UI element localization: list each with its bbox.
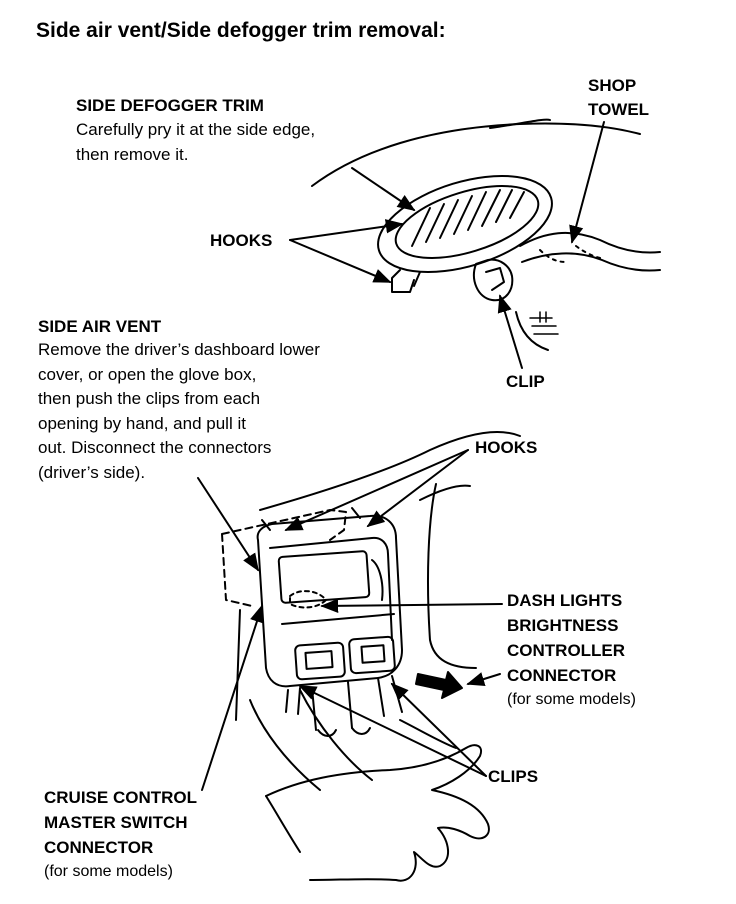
wrist-lines	[249, 689, 373, 791]
leader-dash-lights	[320, 598, 503, 614]
trim-hook-left	[391, 269, 415, 293]
vent-clips	[285, 675, 403, 731]
label-clip: CLIP	[506, 372, 545, 391]
side-air-vent-description: Remove the driver’s dashboard lower cove…	[38, 338, 320, 485]
side-air-vent-desc-line: (driver’s side).	[38, 462, 146, 482]
side-defogger-trim-description: Carefully pry it at the side edge, then …	[76, 118, 315, 167]
label-clips: CLIPS	[488, 767, 539, 786]
side-air-vent-drawing	[221, 507, 463, 737]
vent-right-switch	[348, 635, 396, 675]
side-air-vent-desc-line: out. Disconnect the connectors	[38, 438, 272, 457]
vent-left-switch	[294, 641, 346, 681]
leader-hooks-upper-2	[289, 239, 392, 283]
label-cruise-control-2: MASTER SWITCH	[44, 813, 188, 832]
hand-outline	[265, 744, 490, 882]
label-side-defogger-trim: SIDE DEFOGGER TRIM	[76, 96, 264, 115]
defogger-trim-inner	[394, 185, 540, 259]
trim-clip	[473, 258, 514, 302]
label-cruise-control-note: (for some models)	[44, 863, 173, 880]
leader-side-air-vent	[197, 477, 259, 572]
label-side-air-vent: SIDE AIR VENT	[38, 317, 162, 336]
label-cruise-control-1: CRUISE CONTROL	[44, 788, 197, 807]
vent-dashed-opening	[221, 509, 347, 607]
defogger-trim-slats	[411, 189, 525, 247]
label-dash-lights-3: CONTROLLER	[507, 641, 626, 660]
vent-louvre	[371, 559, 384, 601]
dashboard-right-edge	[427, 483, 477, 669]
label-hooks-upper: HOOKS	[210, 231, 273, 250]
leader-clip	[497, 294, 523, 369]
dashboard-contour-upper	[311, 122, 641, 187]
side-air-vent-desc-line: cover, or open the glove box,	[38, 364, 257, 384]
leader-clips-1	[298, 685, 487, 777]
vent-connector-sketch	[289, 590, 327, 609]
pull-direction-arrow	[415, 671, 463, 699]
side-air-vent-desc-line: opening by hand, and pull it	[38, 413, 246, 433]
leader-hooks-lower-2	[366, 449, 469, 528]
label-dash-lights-1: DASH LIGHTS	[507, 591, 623, 610]
label-dash-lights-note: (for some models)	[507, 691, 636, 708]
side-defogger-trim-desc-line: then remove it.	[76, 144, 189, 164]
label-dash-lights-2: BRIGHTNESS	[507, 616, 619, 635]
label-hooks-lower: HOOKS	[475, 438, 538, 457]
leader-clips-2	[390, 682, 487, 777]
leader-hooks-upper-1	[289, 219, 404, 241]
leader-shop-towel	[569, 121, 605, 244]
dashboard-contour-lower	[259, 431, 521, 511]
leader-cruise-control	[201, 604, 264, 791]
leader-side-defogger-trim	[351, 167, 416, 212]
side-air-vent-desc-line: Remove the driver’s dashboard lower	[38, 340, 320, 359]
side-air-vent-desc-line: then push the clips from each	[38, 389, 261, 408]
leader-dash-lights-arrow	[466, 672, 501, 687]
label-dash-lights-4: CONNECTOR	[507, 666, 617, 685]
leader-hooks-lower-1	[284, 449, 469, 531]
dashboard-contour-upper-2	[489, 118, 551, 129]
label-shop: SHOP	[588, 76, 637, 95]
label-cruise-control-3: CONNECTOR	[44, 838, 154, 857]
label-towel: TOWEL	[588, 100, 650, 119]
side-defogger-trim-desc-line: Carefully pry it at the side edge,	[76, 120, 316, 139]
page-title: Side air vent/Side defogger trim removal…	[36, 19, 446, 42]
trim-hook-right	[413, 271, 421, 287]
shop-towel	[519, 231, 661, 254]
side-defogger-trim-drawing	[377, 174, 661, 351]
